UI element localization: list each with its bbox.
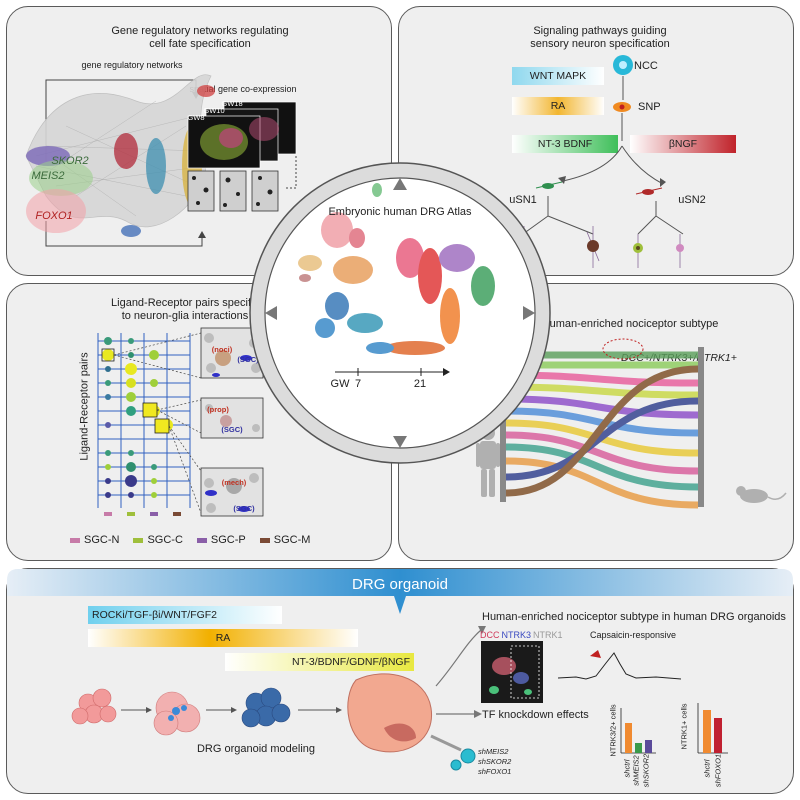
grn-title-line2: cell fate specification (149, 38, 251, 50)
rock-label: ROCKi/TGF-βi/WNT/FGF2 (92, 609, 218, 621)
organoid-banner (7, 569, 793, 614)
grn-network-figure (25, 74, 297, 247)
atlas-gw-label: GW (330, 378, 350, 390)
atlas-gw-start: 7 (354, 378, 362, 390)
organoid-nt3-label: NT-3/BDNF/GDNF/βNGF (291, 656, 410, 668)
atlas-title: Embryonic human DRG Atlas (328, 206, 472, 218)
channel-dcc: DCC (480, 630, 500, 640)
organoid-modeling-label: DRG organoid modeling (196, 743, 315, 755)
bar1-ylabel: NTRK3/2+ cells (608, 704, 618, 757)
organoid-subtype-label: Human-enriched nociceptor subtype in hum… (482, 611, 786, 623)
legend-label-sgc-p: SGC-P (210, 534, 246, 546)
sgc-label-3: (SGC) (233, 504, 255, 513)
organoid-nt3-bar: NT-3/BDNF/GDNF/βNGF (225, 653, 414, 671)
sgc-label-1: (SGC) (237, 355, 259, 364)
sh-foxo1-label: shFOXO1 (478, 767, 512, 776)
sgc-label-2: (SGC) (221, 425, 243, 434)
tf-knockdown-label: TF knockdown effects (482, 709, 589, 721)
signaling-title-line2: sensory neuron specification (530, 38, 670, 50)
channel-ntrk3: NTRK3 (501, 630, 532, 640)
legend-label-sgc-n: SGC-N (84, 534, 120, 546)
ligand-legend: SGC-N SGC-C SGC-P SGC-M (70, 534, 330, 546)
bngf-bar: βNGF (630, 135, 736, 153)
capsaicin-label: Capsaicin-responsive (589, 630, 677, 640)
sankey-figure (476, 338, 787, 509)
organoid-ra-label: RA (215, 632, 231, 644)
gw-label-10: GW10 (203, 106, 225, 115)
signaling-title-line1: Signaling pathways guiding (533, 25, 667, 37)
nt3-bdnf-bar: NT-3 BDNF (512, 135, 618, 153)
gw-label-18: GW18 (221, 99, 243, 108)
legend-item-sgc-p: SGC-P (196, 534, 246, 546)
nociceptor-title: Human-enriched nociceptor subtype (541, 318, 719, 330)
legend-item-sgc-c: SGC-C (133, 534, 183, 546)
ligand-title-line2: to neuron-glia interactions (121, 310, 249, 322)
mech-label: (mech) (221, 478, 247, 487)
ra-bar: RA (512, 97, 604, 115)
ligand-dot-plot (97, 327, 264, 517)
gene-label-skor2: SKOR2 (51, 155, 89, 167)
atlas-circle (249, 162, 551, 464)
network-label: gene regulatory networks (81, 60, 183, 70)
organoid-figure (71, 626, 728, 771)
noci-label: (noci) (211, 345, 233, 354)
legend-swatch-sgc-p (196, 537, 207, 543)
ra-label: RA (550, 100, 566, 112)
snp-label: SNP (638, 101, 661, 113)
coexpr-label: spatial gene co-expression (189, 84, 297, 94)
legend-label-sgc-m: SGC-M (273, 534, 311, 546)
bar1-label-shmeis2: shMEIS2 (631, 755, 641, 786)
legend-swatch-sgc-n (70, 537, 80, 543)
gene-label-foxo1: FOXO1 (35, 210, 73, 222)
organoid-ra-bar: RA (88, 629, 358, 647)
sh-meis2-label: shMEIS2 (478, 747, 509, 756)
bar2-label-shfoxo1: shFOXO1 (713, 753, 723, 788)
legend-item-sgc-m: SGC-M (259, 534, 311, 546)
sh-skor2-label: shSKOR2 (478, 757, 512, 766)
ligand-title-line1: Ligand-Receptor pairs specific (111, 297, 259, 309)
usn2-label: uSN2 (678, 194, 706, 206)
gene-label-meis2: MEIS2 (31, 170, 65, 182)
rock-bar: ROCKi/TGF-βi/WNT/FGF2 (88, 606, 282, 624)
atlas-gw-end: 21 (413, 378, 427, 390)
bar1-label-shctrl: shctrl (622, 759, 632, 778)
legend-swatch-sgc-m (259, 537, 270, 543)
signaling-figure (517, 55, 684, 268)
grn-title-line1: Gene regulatory networks regulating (111, 25, 289, 37)
bngf-label: βNGF (668, 138, 698, 150)
prop-label: (prop) (207, 405, 229, 414)
legend-item-sgc-n: SGC-N (70, 534, 119, 546)
nt3-bdnf-label: NT-3 BDNF (537, 138, 593, 150)
legend-swatch-sgc-c (133, 537, 144, 543)
wnt-mapk-bar: WNT MAPK (512, 67, 604, 85)
microscopy-channel-labels: DCC NTRK3 NTRK1 (480, 630, 563, 641)
usn1-label: uSN1 (509, 194, 537, 206)
bar2-ylabel: NTRK1+ cells (679, 703, 689, 750)
channel-ntrk1: NTRK1 (533, 630, 563, 640)
legend-label-sgc-c: SGC-C (147, 534, 183, 546)
bar1-label-shskor2: shSKOR2 (641, 753, 651, 788)
ncc-label: NCC (634, 60, 658, 72)
organoid-title: DRG organoid (352, 576, 448, 593)
wnt-mapk-label: WNT MAPK (529, 70, 587, 82)
bar2-label-shctrl: shctrl (702, 759, 712, 778)
gw-label-8: GW8 (187, 113, 205, 122)
